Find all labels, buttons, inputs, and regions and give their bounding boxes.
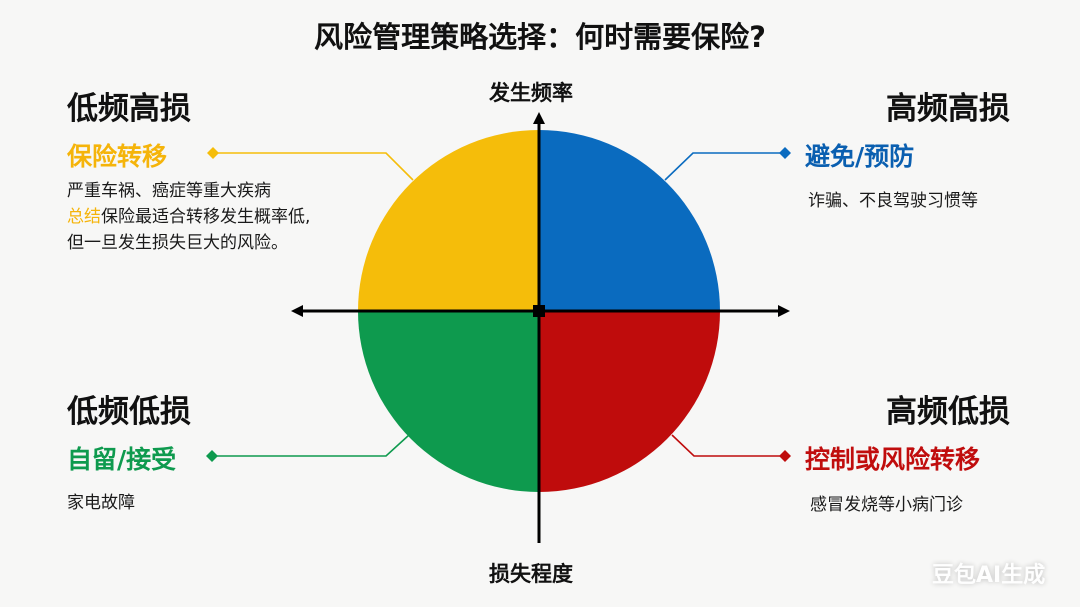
examples-top-right: 诈骗、不良驾驶习惯等: [808, 191, 978, 211]
vertical-axis-arrow-icon: [533, 112, 545, 124]
leader-line-bottom-left: [212, 434, 410, 457]
summary-top-left: 总结保险最适合转移发生概率低,: [67, 204, 310, 230]
horizontal-axis-right-arrow-icon: [778, 305, 790, 317]
quadrant-title-top-left: 低频高损: [67, 91, 191, 127]
horizontal-axis-left-arrow-icon: [291, 305, 303, 317]
examples-bottom-left: 家电故障: [67, 493, 135, 513]
diamond-icon-top-right: [779, 147, 791, 159]
quadrant-top-right-blue: [539, 130, 720, 311]
quadrant-bottom-left-green: [358, 311, 539, 492]
strategy-bottom-left: 自留/接受: [67, 445, 177, 474]
diamond-icon-bottom-right: [779, 450, 791, 462]
page-title: 风险管理策略选择：何时需要保险?: [314, 20, 766, 54]
summary-line2-top-left: 但一旦发生损失巨大的风险。: [67, 233, 288, 253]
ai-watermark: 豆包AI生成: [932, 563, 1046, 588]
strategy-top-left: 保险转移: [67, 142, 168, 171]
frequency-axis-label: 发生频率: [489, 81, 573, 105]
strategy-bottom-right: 控制或风险转移: [805, 445, 981, 474]
examples-bottom-right: 感冒发烧等小病门诊: [810, 495, 963, 515]
severity-axis-label: 损失程度: [489, 562, 573, 586]
diamond-icon-top-left: [207, 147, 219, 159]
summary-highlight: 总结: [67, 207, 101, 227]
leader-line-bottom-right: [671, 434, 780, 457]
leader-line-top-left: [212, 152, 414, 181]
leader-line-top-right: [664, 152, 780, 181]
quadrant-bottom-right-red: [539, 311, 720, 492]
origin-marker: [533, 305, 545, 317]
summary-text: 保险最适合转移发生概率低,: [101, 207, 311, 227]
quadrant-top-left-yellow: [358, 130, 539, 311]
quadrant-title-top-right: 高频高损: [886, 91, 1010, 127]
quadrant-title-bottom-left: 低频低损: [67, 394, 191, 430]
diamond-icon-bottom-left: [206, 450, 218, 462]
quadrant-title-bottom-right: 高频低损: [886, 394, 1010, 430]
examples-top-left: 严重车祸、癌症等重大疾病: [67, 181, 271, 201]
strategy-top-right: 避免/预防: [805, 142, 915, 171]
